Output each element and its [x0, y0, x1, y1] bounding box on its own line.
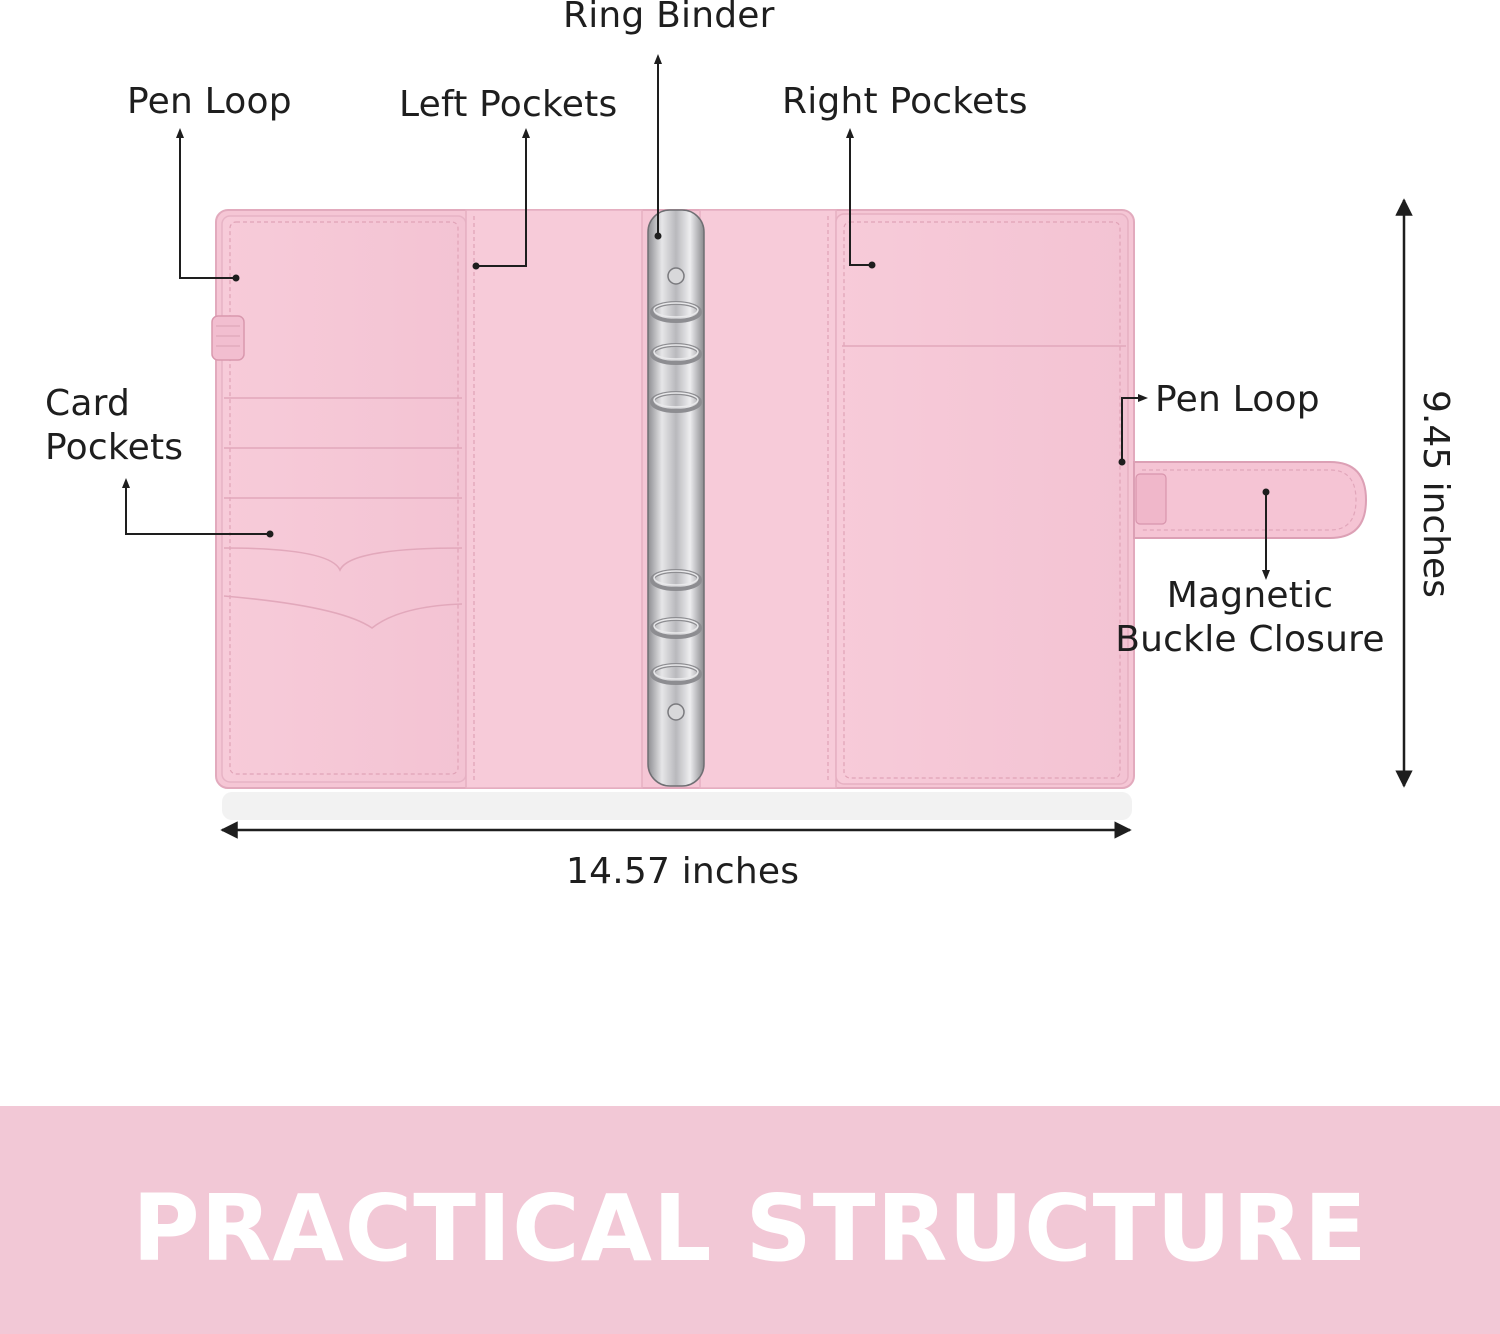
- height-dimension-label: 9.45 inches: [1415, 390, 1456, 598]
- magnetic-line2: Buckle Closure: [1115, 618, 1385, 660]
- card-pockets-callout: [125, 486, 270, 535]
- right-pockets-callout: [849, 136, 872, 266]
- pen-loop-left-callout: [179, 136, 236, 279]
- left-pocket-panel: [465, 209, 643, 789]
- magnetic-buckle-label: Magnetic Buckle Closure: [1108, 574, 1392, 662]
- banner: [0, 1106, 1500, 1334]
- ring-binder-mechanism: [647, 209, 705, 787]
- pen-loop-left-shape: [211, 315, 245, 361]
- width-dimension-label: 14.57 inches: [566, 851, 800, 892]
- pen-loop-left-label: Pen Loop: [127, 81, 292, 122]
- magnetic-line1: Magnetic: [1166, 575, 1334, 616]
- card-pockets-line1: Card: [45, 383, 131, 424]
- right-pocket-panel: [835, 213, 1129, 785]
- magnetic-buckle-strap: [1133, 461, 1368, 539]
- card-pockets-line2: Pockets: [45, 426, 184, 468]
- right-inner-panel: [699, 209, 837, 789]
- pen-loop-left-ribs: [216, 325, 240, 347]
- card-pocket-slots: [223, 397, 463, 629]
- left-pockets-callout: [476, 136, 527, 267]
- callout-arrowheads: [122, 54, 1270, 580]
- ring-binder-label: Ring Binder: [563, 0, 775, 36]
- pen-loop-right-shape: [1135, 473, 1167, 525]
- binder: [211, 209, 1368, 820]
- pen-loop-right-label: Pen Loop: [1155, 379, 1320, 420]
- left-pockets-label: Left Pockets: [399, 84, 618, 125]
- left-panel: [221, 215, 467, 783]
- callout-lines: [125, 62, 1267, 572]
- strap-stitching: [1142, 469, 1357, 531]
- binder-shadow: [222, 792, 1132, 820]
- card-pockets-label: Card Pockets: [45, 382, 183, 470]
- pen-loop-right-callout: [1121, 397, 1140, 462]
- binder-ring-highlights: [653, 302, 699, 680]
- callout-dots: [232, 232, 1270, 538]
- right-pockets-label: Right Pockets: [782, 81, 1028, 122]
- banner-title: PRACTICAL STRUCTURE: [132, 1175, 1368, 1282]
